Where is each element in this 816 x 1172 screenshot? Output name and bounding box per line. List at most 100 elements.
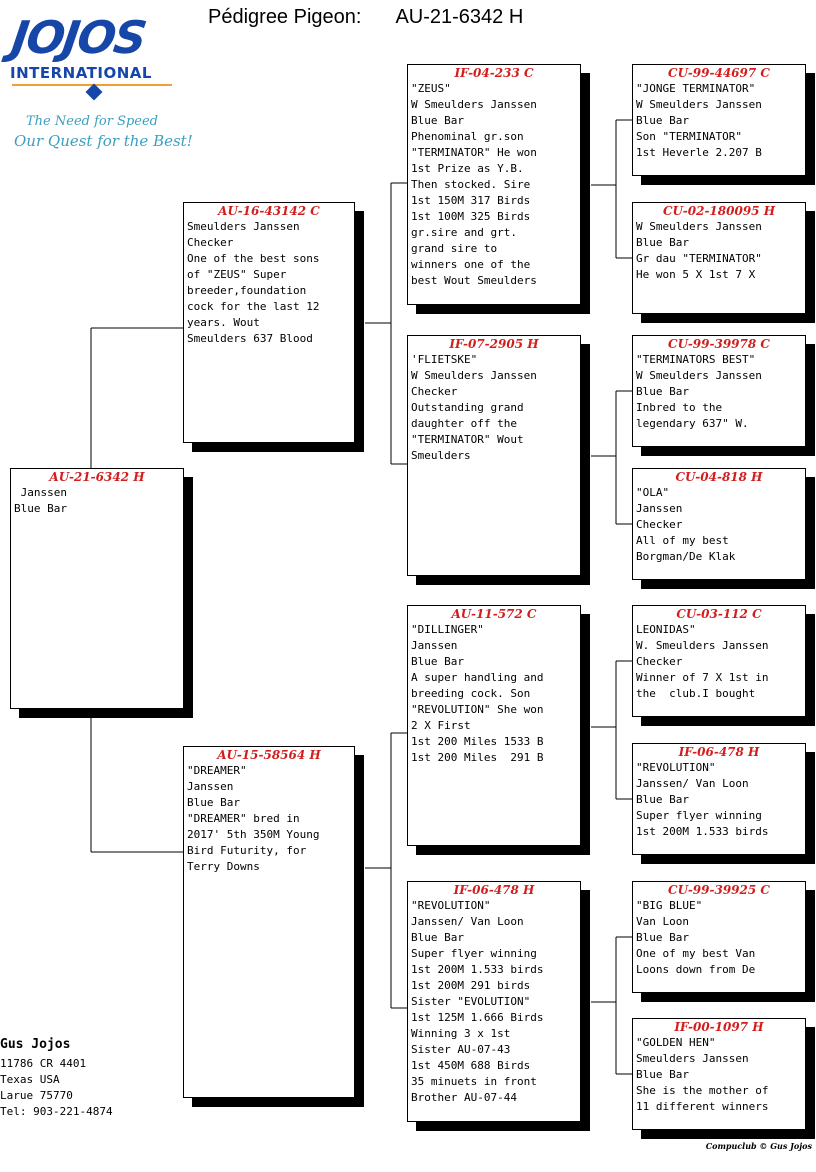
detail-line: 1st 200M 1.533 birds [636,825,769,838]
detail-line: 11 different winners [636,1100,769,1113]
detail-line: 1st Heverle 2.207 B [636,146,762,159]
ring-number: IF-04-233 C [454,66,534,80]
detail-line: "REVOLUTION" She won [411,703,544,716]
logo-tagline-2: Our Quest for the Best! [14,132,193,150]
owner-name: Gus Jojos [0,1037,71,1052]
detail-line: "JONGE TERMINATOR" [636,82,756,95]
detail-line: "DILLINGER" [411,623,484,636]
detail-line: LEONIDAS" [636,623,696,636]
ring-number: CU-99-39978 C [668,337,770,351]
page-title: Pédigree Pigeon: AU-21-6342 H [208,6,523,29]
detail-line: W. Smeulders Janssen [636,639,769,652]
detail-line: Janssen [14,486,67,499]
detail-line: daughter off the [411,417,517,430]
detail-line: 1st 200 Miles 291 B [411,751,544,764]
detail-line: Blue Bar [187,796,240,809]
owner-info: Gus Jojos 11786 CR 4401 Texas USA Larue … [0,1036,113,1120]
title-label: Pédigree Pigeon: [208,6,362,28]
ring-number: IF-06-478 H [678,745,760,759]
owner-address-line: Larue 75770 [0,1089,73,1102]
pigeon-card-dam-dam: IF-06-478 H"REVOLUTION"Janssen/ Van Loon… [407,881,581,1122]
detail-line: Terry Downs [187,860,260,873]
owner-address-line: 11786 CR 4401 [0,1057,87,1070]
detail-line: Brother AU-07-44 [411,1091,517,1104]
detail-line: cock for the last 12 [187,300,320,313]
detail-line: Blue Bar [14,502,67,515]
detail-line: 1st 150M 317 Birds [411,194,531,207]
title-ring-number: AU-21-6342 H [395,6,524,28]
detail-line: Checker [636,518,683,531]
detail-line: Van Loon [636,915,689,928]
detail-line: Sister "EVOLUTION" [411,995,531,1008]
owner-phone: Tel: 903-221-4874 [0,1105,113,1118]
detail-line: "GOLDEN HEN" [636,1036,716,1049]
detail-line: best Wout Smeulders [411,274,537,287]
detail-line: 1st 200 Miles 1533 B [411,735,544,748]
detail-line: gr.sire and grt. [411,226,517,239]
detail-line: W Smeulders Janssen [636,220,762,233]
pigeon-card-sire-dam: IF-07-2905 H'FLIETSKE"W Smeulders Jansse… [407,335,581,576]
detail-line: 1st Prize as Y.B. [411,162,524,175]
detail-line: Super flyer winning [411,947,537,960]
detail-line: Janssen [411,639,458,652]
detail-line: Smeulders Janssen [636,1052,749,1065]
detail-line: "DREAMER" [187,764,247,777]
detail-line: Smeulders [411,449,471,462]
ring-number: CU-03-112 C [676,607,762,621]
detail-line: breeding cock. Son [411,687,531,700]
detail-line: Then stocked. Sire [411,178,531,191]
detail-line: Borgman/De Klak [636,550,736,563]
detail-line: Janssen/ Van Loon [411,915,524,928]
detail-line: 35 minuets in front [411,1075,537,1088]
detail-line: W Smeulders Janssen [411,98,537,111]
detail-line: A super handling and [411,671,544,684]
detail-line: Bird Futurity, for [187,844,307,857]
detail-line: 'FLIETSKE" [411,353,478,366]
detail-line: Blue Bar [636,236,689,249]
detail-line: Janssen [636,502,683,515]
detail-line: "TERMINATOR" He won [411,146,537,159]
pigeon-card-dd-dam: IF-00-1097 H"GOLDEN HEN"Smeulders Jansse… [632,1018,806,1130]
detail-line: Blue Bar [411,114,464,127]
detail-line: W Smeulders Janssen [636,98,762,111]
detail-line: of "ZEUS" Super [187,268,287,281]
detail-line: One of the best sons [187,252,320,265]
detail-line: Son "TERMINATOR" [636,130,742,143]
logo-subtitle: INTERNATIONAL [10,64,152,82]
ring-number: CU-02-180095 H [662,204,776,218]
footer-credit: Compuclub © Gus Jojos [705,1141,812,1151]
detail-line: "TERMINATOR" Wout [411,433,524,446]
detail-line: Phenominal gr.son [411,130,524,143]
detail-line: Blue Bar [636,931,689,944]
detail-line: winners one of the [411,258,531,271]
detail-line: W Smeulders Janssen [411,369,537,382]
detail-line: "REVOLUTION" [411,899,491,912]
ring-number: CU-04-818 H [675,470,763,484]
detail-line: One of my best Van [636,947,756,960]
detail-line: Checker [636,655,683,668]
detail-line: Smeulders Janssen [187,220,300,233]
detail-line: Gr dau "TERMINATOR" [636,252,762,265]
pigeon-card-sd-sire: CU-99-39978 C"TERMINATORS BEST"W Smeulde… [632,335,806,447]
detail-line: legendary 637" W. [636,417,749,430]
detail-line: He won 5 X 1st 7 X [636,268,756,281]
